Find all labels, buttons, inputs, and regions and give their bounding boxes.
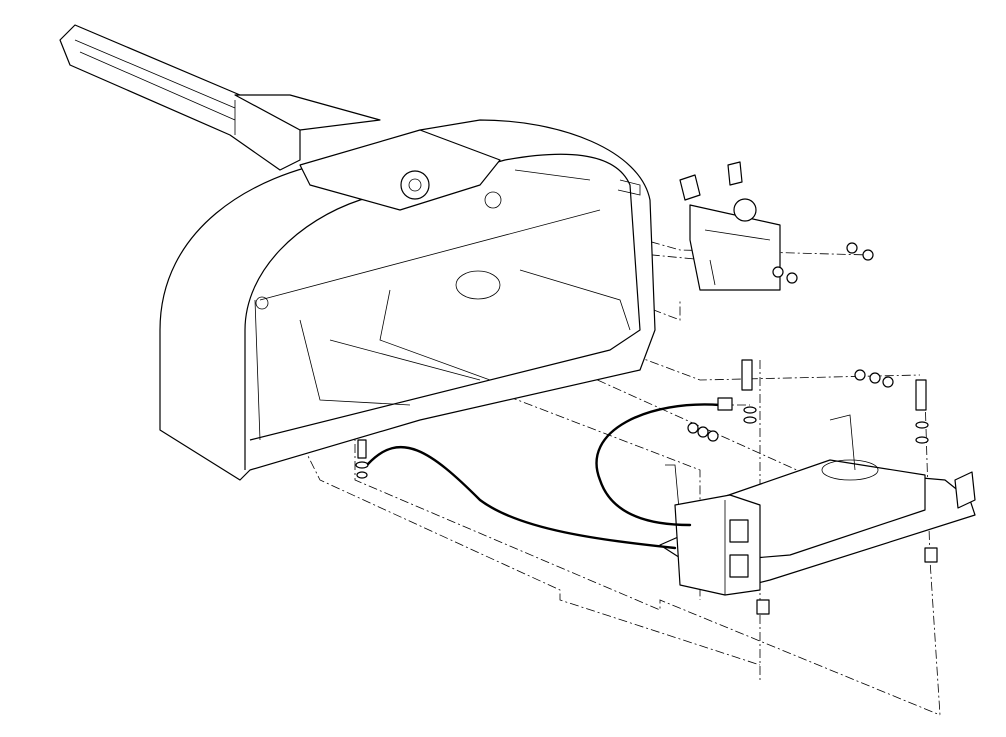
drive-arm [59, 24, 381, 171]
power-switch-icon [729, 519, 749, 543]
cable-terminal-icon [717, 397, 733, 411]
power-inlet-box [674, 494, 761, 596]
fasteners [355, 359, 938, 615]
cables [366, 397, 733, 550]
gear-icon [400, 170, 430, 200]
motor-housing [159, 119, 656, 481]
limit-switch-bracket [679, 161, 874, 291]
power-socket-icon [729, 554, 749, 578]
